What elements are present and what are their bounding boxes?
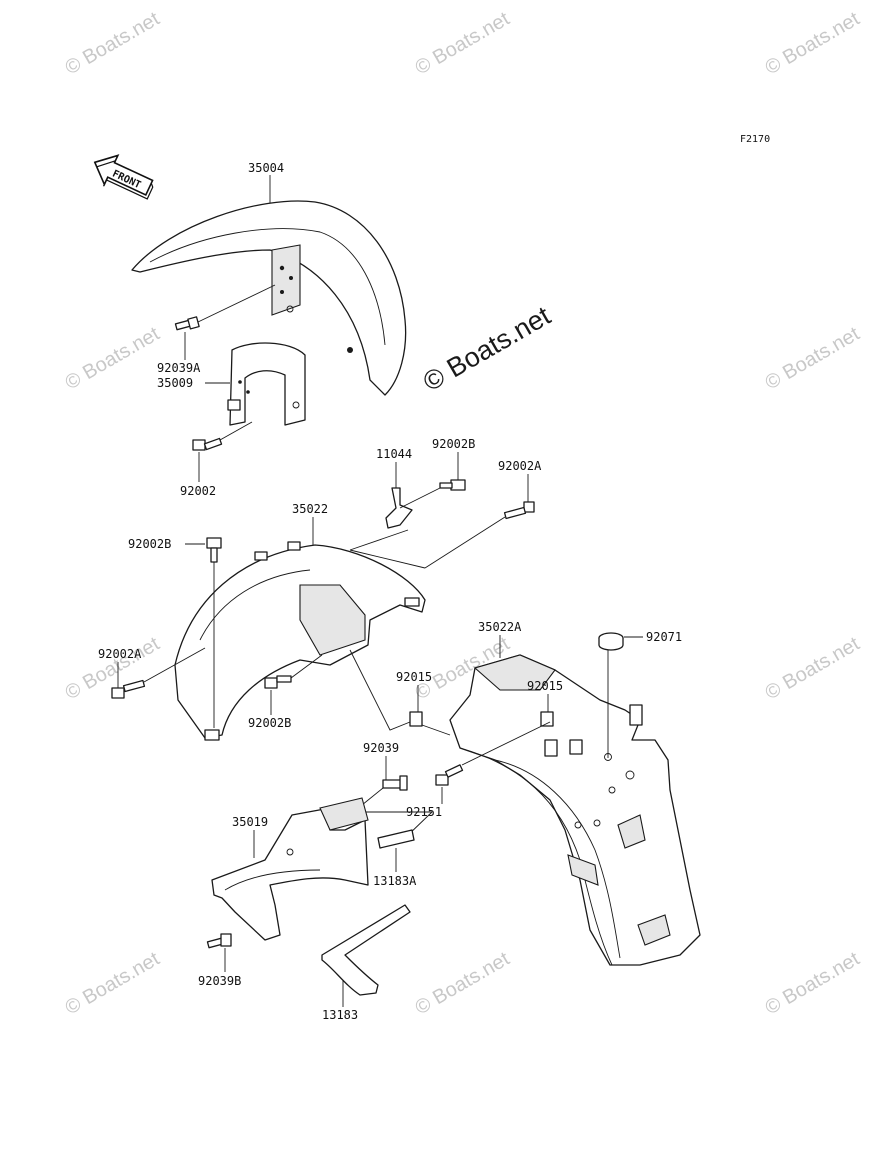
rear-fender <box>449 654 701 966</box>
bolt-92002A-left <box>111 679 146 699</box>
bolt-92039B <box>206 933 232 949</box>
part-number-92015-b: 92015 <box>527 679 563 693</box>
bracket-11044 <box>385 487 413 529</box>
part-number-92039B: 92039B <box>198 974 241 988</box>
fender-bracket <box>227 342 306 426</box>
watermarks: © Boats.net © Boats.net © Boats.net © Bo… <box>62 8 864 1020</box>
part-number-35004: 35004 <box>248 161 284 175</box>
watermark: © Boats.net <box>762 633 864 705</box>
part-number-92002B-top: 92002B <box>432 437 475 451</box>
figure-code: F2170 <box>740 134 770 145</box>
front-arrow-icon: FRONT <box>93 154 154 200</box>
part-number-92015-a: 92015 <box>396 670 432 684</box>
part-number-92039: 92039 <box>363 741 399 755</box>
watermark: © Boats.net <box>62 8 164 80</box>
watermark: © Boats.net <box>762 323 864 395</box>
bolt-92039 <box>382 775 408 791</box>
part-number-35022A: 35022A <box>478 620 522 634</box>
part-number-92002A-top: 92002A <box>498 459 542 473</box>
part-number-92002B-low: 92002B <box>248 716 291 730</box>
bolt-92002A-top <box>503 501 535 520</box>
bolt-92002B-top <box>439 479 466 491</box>
bolt-92002 <box>192 437 223 451</box>
watermark: © Boats.net <box>762 948 864 1020</box>
part-number-13183A: 13183A <box>373 874 417 888</box>
part-number-92002: 92002 <box>180 484 216 498</box>
lower-cover <box>211 797 369 941</box>
watermark: © Boats.net <box>62 948 164 1020</box>
plate-13183A <box>377 829 415 849</box>
watermark-center: © Boats.net <box>418 300 556 397</box>
watermark: © Boats.net <box>412 948 514 1020</box>
clip-92015-a <box>409 711 423 727</box>
part-number-35009: 35009 <box>157 376 193 390</box>
watermark: © Boats.net <box>762 8 864 80</box>
part-number-92002A-left: 92002A <box>98 647 142 661</box>
watermark: © Boats.net <box>412 8 514 80</box>
part-number-92002B-left: 92002B <box>128 537 171 551</box>
part-number-92071: 92071 <box>646 630 682 644</box>
grommet-92071 <box>598 632 624 651</box>
bolt-92002B-left <box>206 537 222 563</box>
bolt-92002B-low <box>264 675 292 689</box>
bolt-92039A <box>174 316 200 331</box>
watermark: © Boats.net <box>62 323 164 395</box>
part-number-92039A: 92039A <box>157 361 201 375</box>
bolt-92151 <box>435 764 464 786</box>
part-number-13183: 13183 <box>322 1008 358 1022</box>
inner-fender <box>174 541 426 741</box>
part-number-11044: 11044 <box>376 447 412 461</box>
bracket-13183 <box>321 904 411 996</box>
front-fender <box>131 200 407 396</box>
part-number-35022: 35022 <box>292 502 328 516</box>
part-number-35019: 35019 <box>232 815 268 829</box>
